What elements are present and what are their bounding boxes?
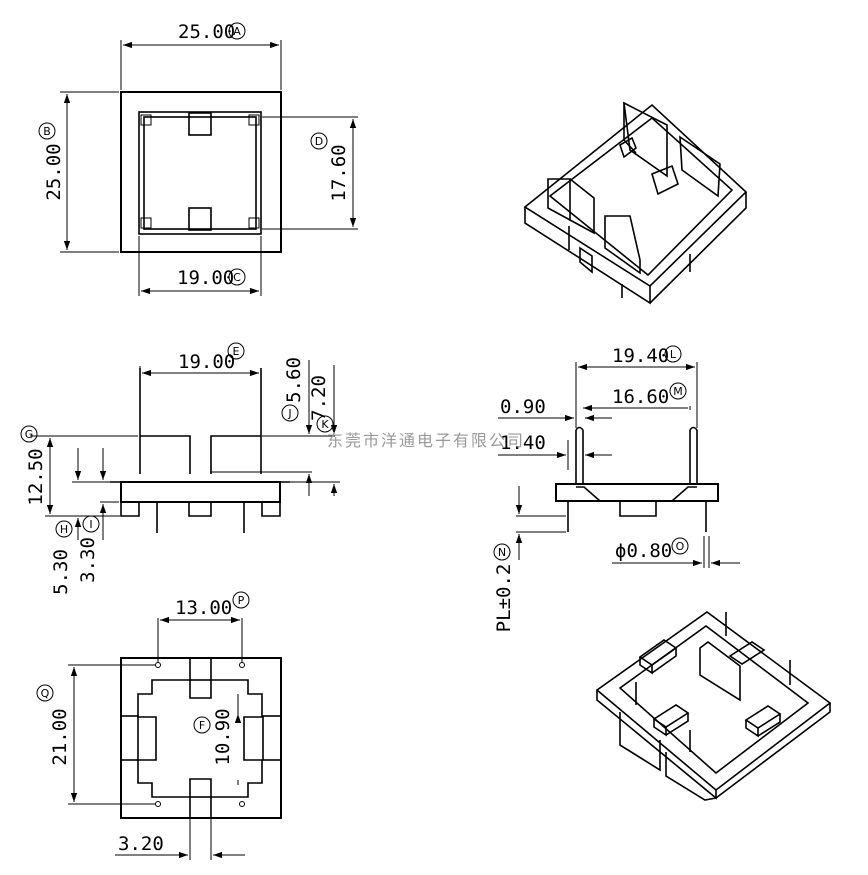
svg-text:Q: Q (41, 687, 50, 700)
label-e-badge: E (227, 342, 245, 360)
isometric-bottom-view (595, 611, 832, 801)
dim-n-value: PL±0.2 (493, 564, 515, 633)
dim-090-value: 0.90 (500, 396, 546, 418)
side-view (498, 362, 740, 568)
dim-k-value: 7.20 (308, 375, 330, 421)
dim-f-value: 10.90 (212, 708, 234, 765)
dim-q-value: 21.00 (49, 708, 71, 765)
label-c-badge: C (228, 268, 246, 286)
label-a-badge: A (228, 22, 246, 40)
svg-text:A: A (233, 25, 241, 38)
dim-a-value: 25.00 (178, 21, 235, 43)
dim-320-value: 3.20 (118, 833, 164, 855)
bottom-view (68, 616, 282, 860)
label-f-badge: F (193, 716, 211, 734)
label-i-badge: I (82, 515, 100, 533)
svg-text:D: D (315, 135, 323, 148)
label-b-badge: B (38, 122, 56, 140)
label-o-badge: O (671, 537, 689, 555)
dim-h-value: 5.30 (50, 549, 72, 595)
dim-b-value: 25.00 (43, 143, 65, 200)
label-p-badge: P (232, 591, 250, 609)
dim-j-value: 5.60 (283, 357, 305, 403)
svg-text:B: B (43, 125, 51, 138)
label-h-badge: H (55, 520, 73, 538)
svg-text:E: E (233, 345, 240, 358)
dim-e-value: 19.00 (178, 351, 235, 373)
label-l-badge: L (664, 345, 682, 363)
label-n-badge: N (493, 543, 511, 561)
label-q-badge: Q (36, 684, 54, 702)
dim-g-value: 12.50 (25, 448, 47, 505)
label-m-badge: M (669, 382, 687, 400)
label-d-badge: D (310, 132, 328, 150)
label-j-badge: J (281, 404, 299, 422)
svg-text:L: L (670, 348, 677, 361)
svg-text:N: N (498, 546, 506, 559)
svg-text:K: K (321, 418, 329, 431)
svg-text:M: M (673, 385, 683, 398)
svg-text:H: H (60, 523, 68, 536)
dim-p-value: 13.00 (175, 597, 232, 619)
dim-o-value: ϕ0.80 (615, 540, 672, 562)
dim-140-value: 1.40 (500, 432, 546, 454)
svg-text:C: C (233, 271, 241, 284)
label-k-badge: K (316, 415, 334, 433)
front-view (30, 360, 340, 540)
svg-text:I: I (89, 518, 92, 531)
dim-m-value: 16.60 (612, 386, 669, 408)
top-view (60, 40, 358, 296)
svg-text:J: J (287, 407, 291, 420)
dim-i-value: 3.30 (77, 537, 99, 583)
svg-text:G: G (25, 428, 34, 441)
label-g-badge: G (20, 425, 38, 443)
dim-d-value: 17.60 (328, 144, 350, 201)
dim-l-value: 19.40 (612, 345, 669, 367)
isometric-top-view (523, 101, 748, 305)
dim-c-value: 19.00 (177, 267, 234, 289)
watermark: 东莞市洋通电子有限公司 (327, 431, 525, 450)
svg-text:P: P (238, 594, 245, 607)
svg-text:F: F (199, 719, 205, 732)
svg-text:O: O (676, 540, 685, 553)
